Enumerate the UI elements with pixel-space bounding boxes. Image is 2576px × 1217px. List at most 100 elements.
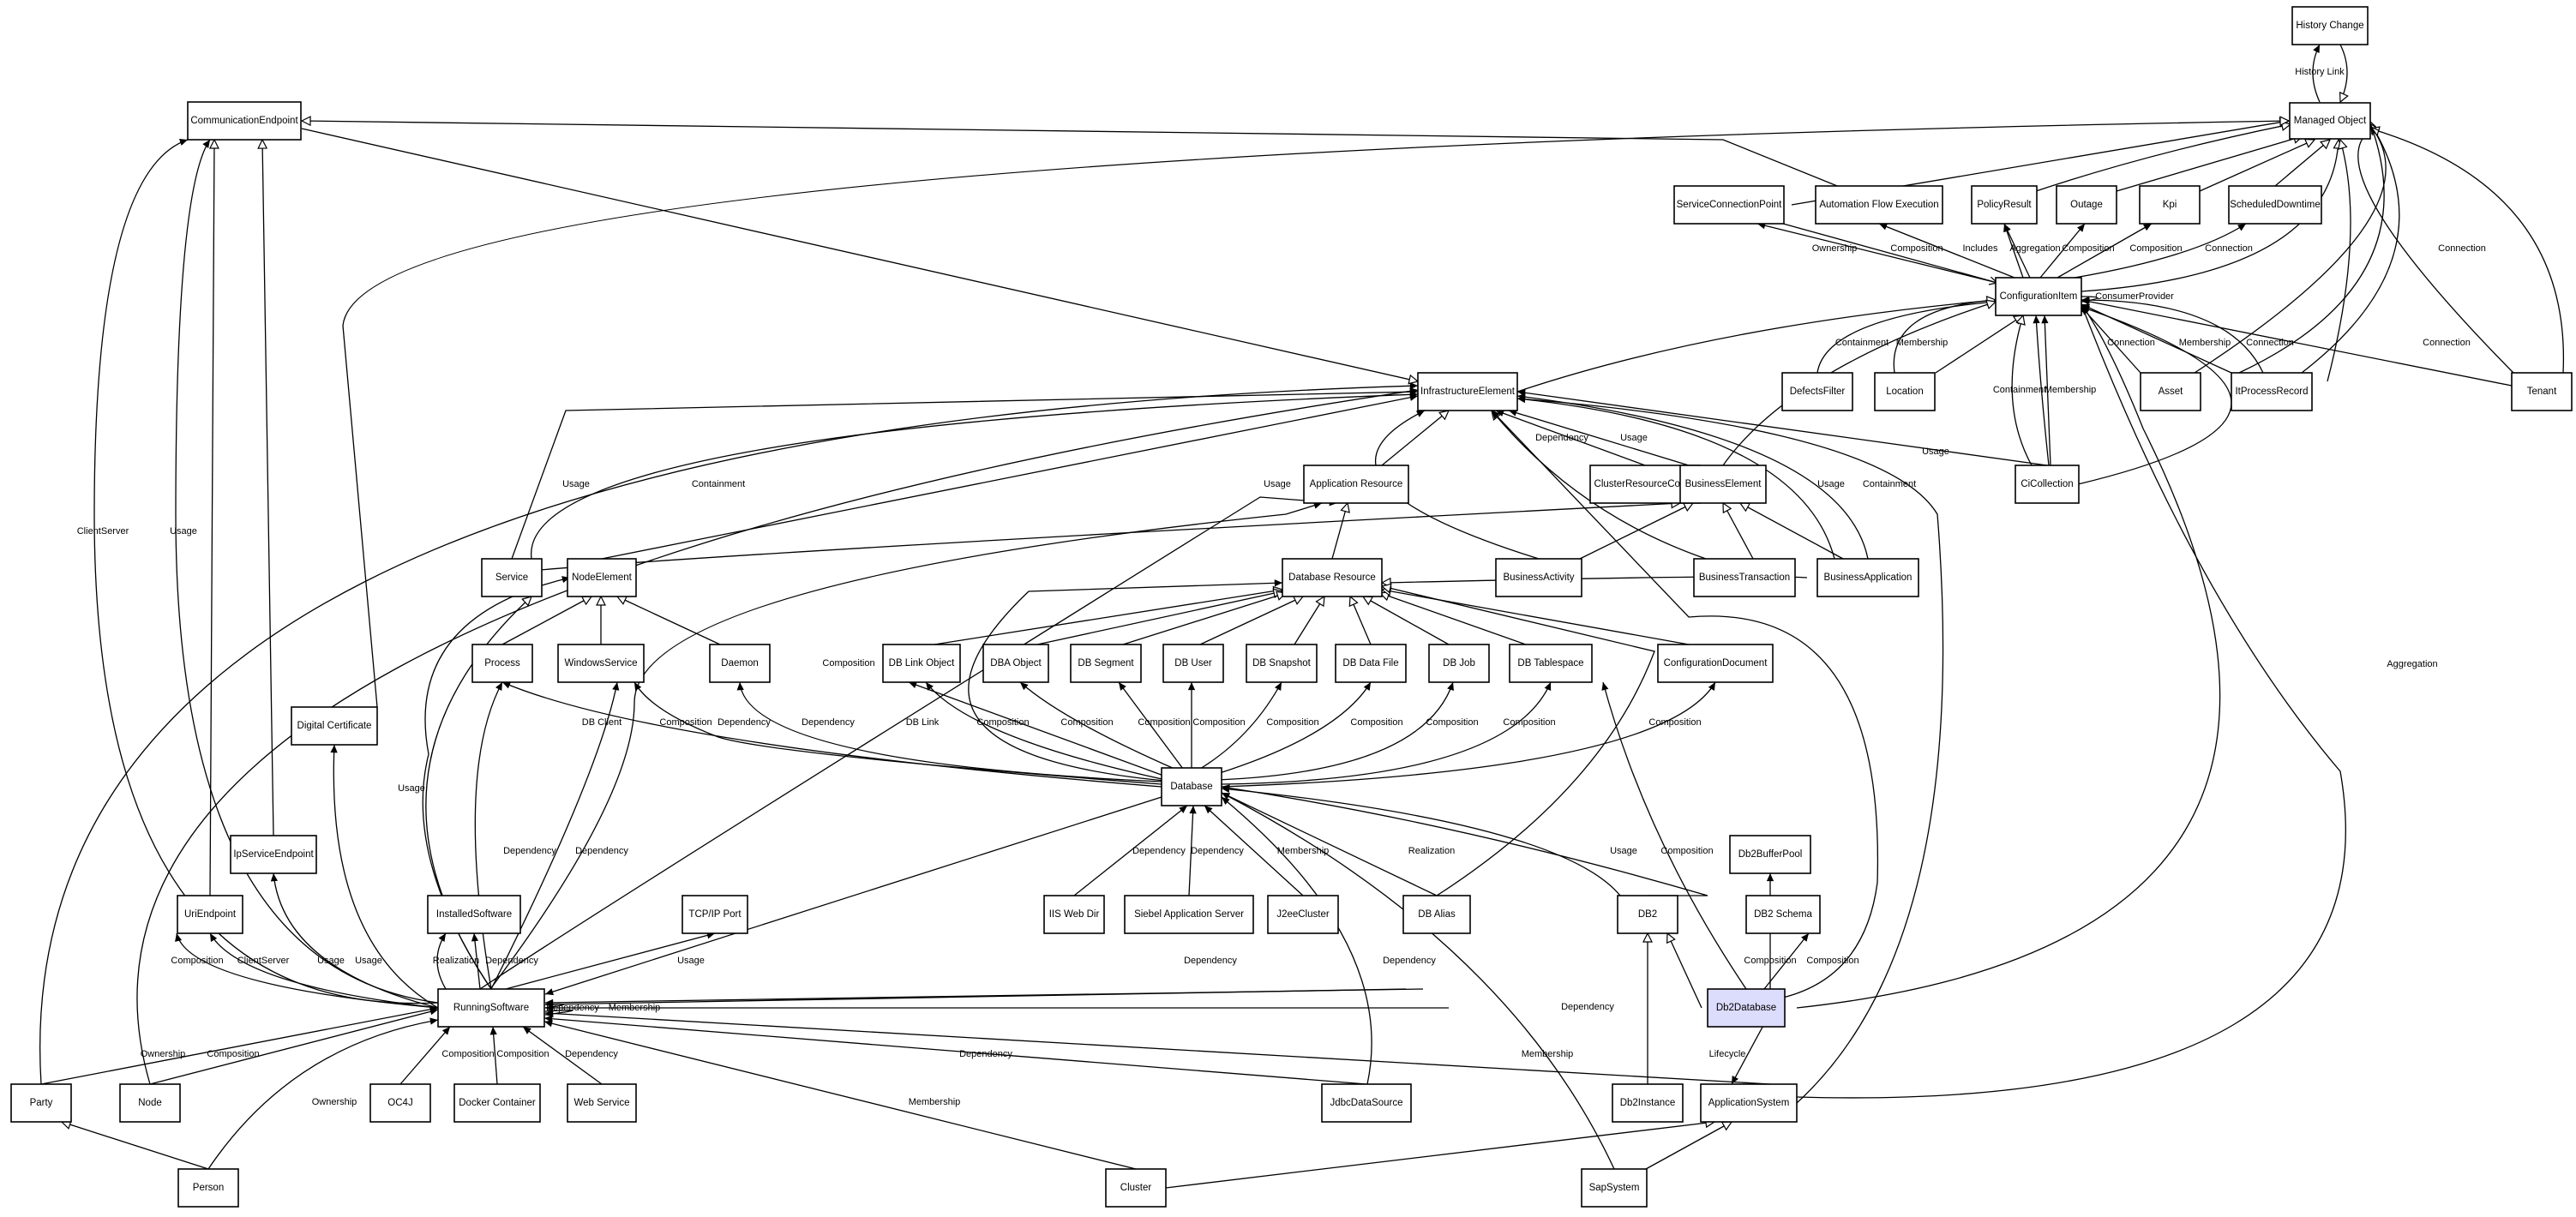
class-box[interactable] [1700, 1083, 1798, 1123]
class-box[interactable] [682, 895, 748, 934]
class-node-uri-endpoint[interactable]: UriEndpoint [177, 895, 243, 934]
class-box[interactable] [1673, 185, 1785, 225]
class-node-node-element[interactable]: NodeElement [567, 558, 637, 597]
class-node-business-transaction[interactable]: BusinessTransaction [1693, 558, 1796, 597]
class-node-database-resource[interactable]: Database Resource [1282, 558, 1383, 597]
class-node-policy-result[interactable]: PolicyResult [1971, 185, 2038, 225]
class-node-configuration-document[interactable]: ConfigurationDocument [1657, 644, 1774, 683]
class-node-it-process-record[interactable]: ItProcessRecord [2231, 372, 2313, 411]
class-node-infrastructure-element[interactable]: InfrastructureElement [1417, 372, 1518, 411]
class-box[interactable] [177, 1168, 239, 1208]
class-node-db2-database[interactable]: Db2Database [1707, 988, 1786, 1028]
class-box[interactable] [1617, 895, 1678, 934]
class-node-configuration-item[interactable]: ConfigurationItem [1995, 277, 2082, 316]
class-node-ci-collection[interactable]: CiCollection [2015, 465, 2080, 504]
class-box[interactable] [1995, 277, 2082, 316]
class-node-db-job[interactable]: DB Job [1428, 644, 1490, 683]
class-node-business-application[interactable]: BusinessApplication [1816, 558, 1919, 597]
class-box[interactable] [2228, 185, 2322, 225]
class-node-managed-object[interactable]: Managed Object [2289, 102, 2371, 140]
class-box[interactable] [187, 101, 302, 141]
class-box[interactable] [567, 558, 637, 597]
class-box[interactable] [1815, 185, 1943, 225]
class-box[interactable] [709, 644, 771, 683]
class-box[interactable] [1509, 644, 1593, 683]
class-box[interactable] [2139, 185, 2201, 225]
class-node-database[interactable]: Database [1161, 767, 1222, 806]
class-box[interactable] [453, 1083, 541, 1123]
class-box[interactable] [119, 1083, 181, 1123]
class-node-service[interactable]: Service [481, 558, 543, 597]
class-box[interactable] [1495, 558, 1582, 597]
class-node-db-user[interactable]: DB User [1162, 644, 1224, 683]
class-node-outage[interactable]: Outage [2056, 185, 2117, 225]
class-node-communication-endpoint[interactable]: CommunicationEndpoint [187, 101, 302, 141]
class-node-windows-service[interactable]: WindowsService [557, 644, 645, 683]
class-node-ip-service-endpoint[interactable]: IpServiceEndpoint [230, 835, 317, 874]
class-box[interactable] [557, 644, 645, 683]
class-box[interactable] [1417, 372, 1518, 411]
class-box[interactable] [1321, 1083, 1412, 1123]
class-node-tcpip-port[interactable]: TCP/IP Port [682, 895, 748, 934]
class-box[interactable] [177, 895, 243, 934]
class-node-history-change[interactable]: History Change [2291, 6, 2369, 45]
class-box[interactable] [567, 1083, 637, 1123]
class-node-db2[interactable]: DB2 [1617, 895, 1678, 934]
class-node-automation-flow-execution[interactable]: Automation Flow Execution [1815, 185, 1943, 225]
class-node-tenant[interactable]: Tenant [2511, 372, 2573, 411]
class-node-db-segment[interactable]: DB Segment [1070, 644, 1142, 683]
class-box[interactable] [1335, 644, 1407, 683]
class-box[interactable] [1745, 895, 1821, 934]
class-node-dba-object[interactable]: DBA Object [982, 644, 1049, 683]
class-box[interactable] [230, 835, 317, 874]
class-box[interactable] [427, 895, 521, 934]
class-node-siebel-application-server[interactable]: Siebel Application Server [1124, 895, 1254, 934]
class-box[interactable] [1070, 644, 1142, 683]
class-node-location[interactable]: Location [1874, 372, 1936, 411]
class-box[interactable] [2511, 372, 2573, 411]
class-box[interactable] [1428, 644, 1490, 683]
class-node-service-connection-point[interactable]: ServiceConnectionPoint [1673, 185, 1785, 225]
class-node-application-resource[interactable]: Application Resource [1303, 465, 1409, 504]
class-box[interactable] [1679, 465, 1767, 504]
class-node-digital-certificate[interactable]: Digital Certificate [291, 706, 378, 746]
class-node-daemon[interactable]: Daemon [709, 644, 771, 683]
class-box[interactable] [437, 988, 545, 1028]
class-box[interactable] [1581, 1168, 1648, 1208]
class-node-defects-filter[interactable]: DefectsFilter [1781, 372, 1853, 411]
class-box[interactable] [10, 1083, 72, 1123]
class-box[interactable] [1612, 1083, 1684, 1123]
class-node-db-alias[interactable]: DB Alias [1402, 895, 1471, 934]
class-box[interactable] [1707, 988, 1786, 1028]
class-node-person[interactable]: Person [177, 1168, 239, 1208]
class-box[interactable] [1874, 372, 1936, 411]
class-box[interactable] [2289, 102, 2371, 140]
class-box[interactable] [1816, 558, 1919, 597]
class-box[interactable] [1971, 185, 2038, 225]
class-box[interactable] [291, 706, 378, 746]
class-box[interactable] [2140, 372, 2201, 411]
class-box[interactable] [481, 558, 543, 597]
class-node-node[interactable]: Node [119, 1083, 181, 1123]
class-node-web-service[interactable]: Web Service [567, 1083, 637, 1123]
class-node-kpi[interactable]: Kpi [2139, 185, 2201, 225]
class-node-process[interactable]: Process [471, 644, 533, 683]
class-box[interactable] [1105, 1168, 1167, 1208]
class-box[interactable] [1402, 895, 1471, 934]
class-box[interactable] [1729, 835, 1811, 874]
class-box[interactable] [1693, 558, 1796, 597]
class-node-docker-container[interactable]: Docker Container [453, 1083, 541, 1123]
class-box[interactable] [1124, 895, 1254, 934]
class-node-db-tablespace[interactable]: DB Tablespace [1509, 644, 1593, 683]
class-box[interactable] [471, 644, 533, 683]
class-box[interactable] [1657, 644, 1774, 683]
class-box[interactable] [982, 644, 1049, 683]
class-box[interactable] [2015, 465, 2080, 504]
class-node-business-element[interactable]: BusinessElement [1679, 465, 1767, 504]
class-node-business-activity[interactable]: BusinessActivity [1495, 558, 1582, 597]
class-node-sap-system[interactable]: SapSystem [1581, 1168, 1648, 1208]
class-node-db-link-object[interactable]: DB Link Object [882, 644, 961, 683]
class-box[interactable] [369, 1083, 431, 1123]
class-node-scheduled-downtime[interactable]: ScheduledDowntime [2228, 185, 2322, 225]
class-node-db-data-file[interactable]: DB Data File [1335, 644, 1407, 683]
